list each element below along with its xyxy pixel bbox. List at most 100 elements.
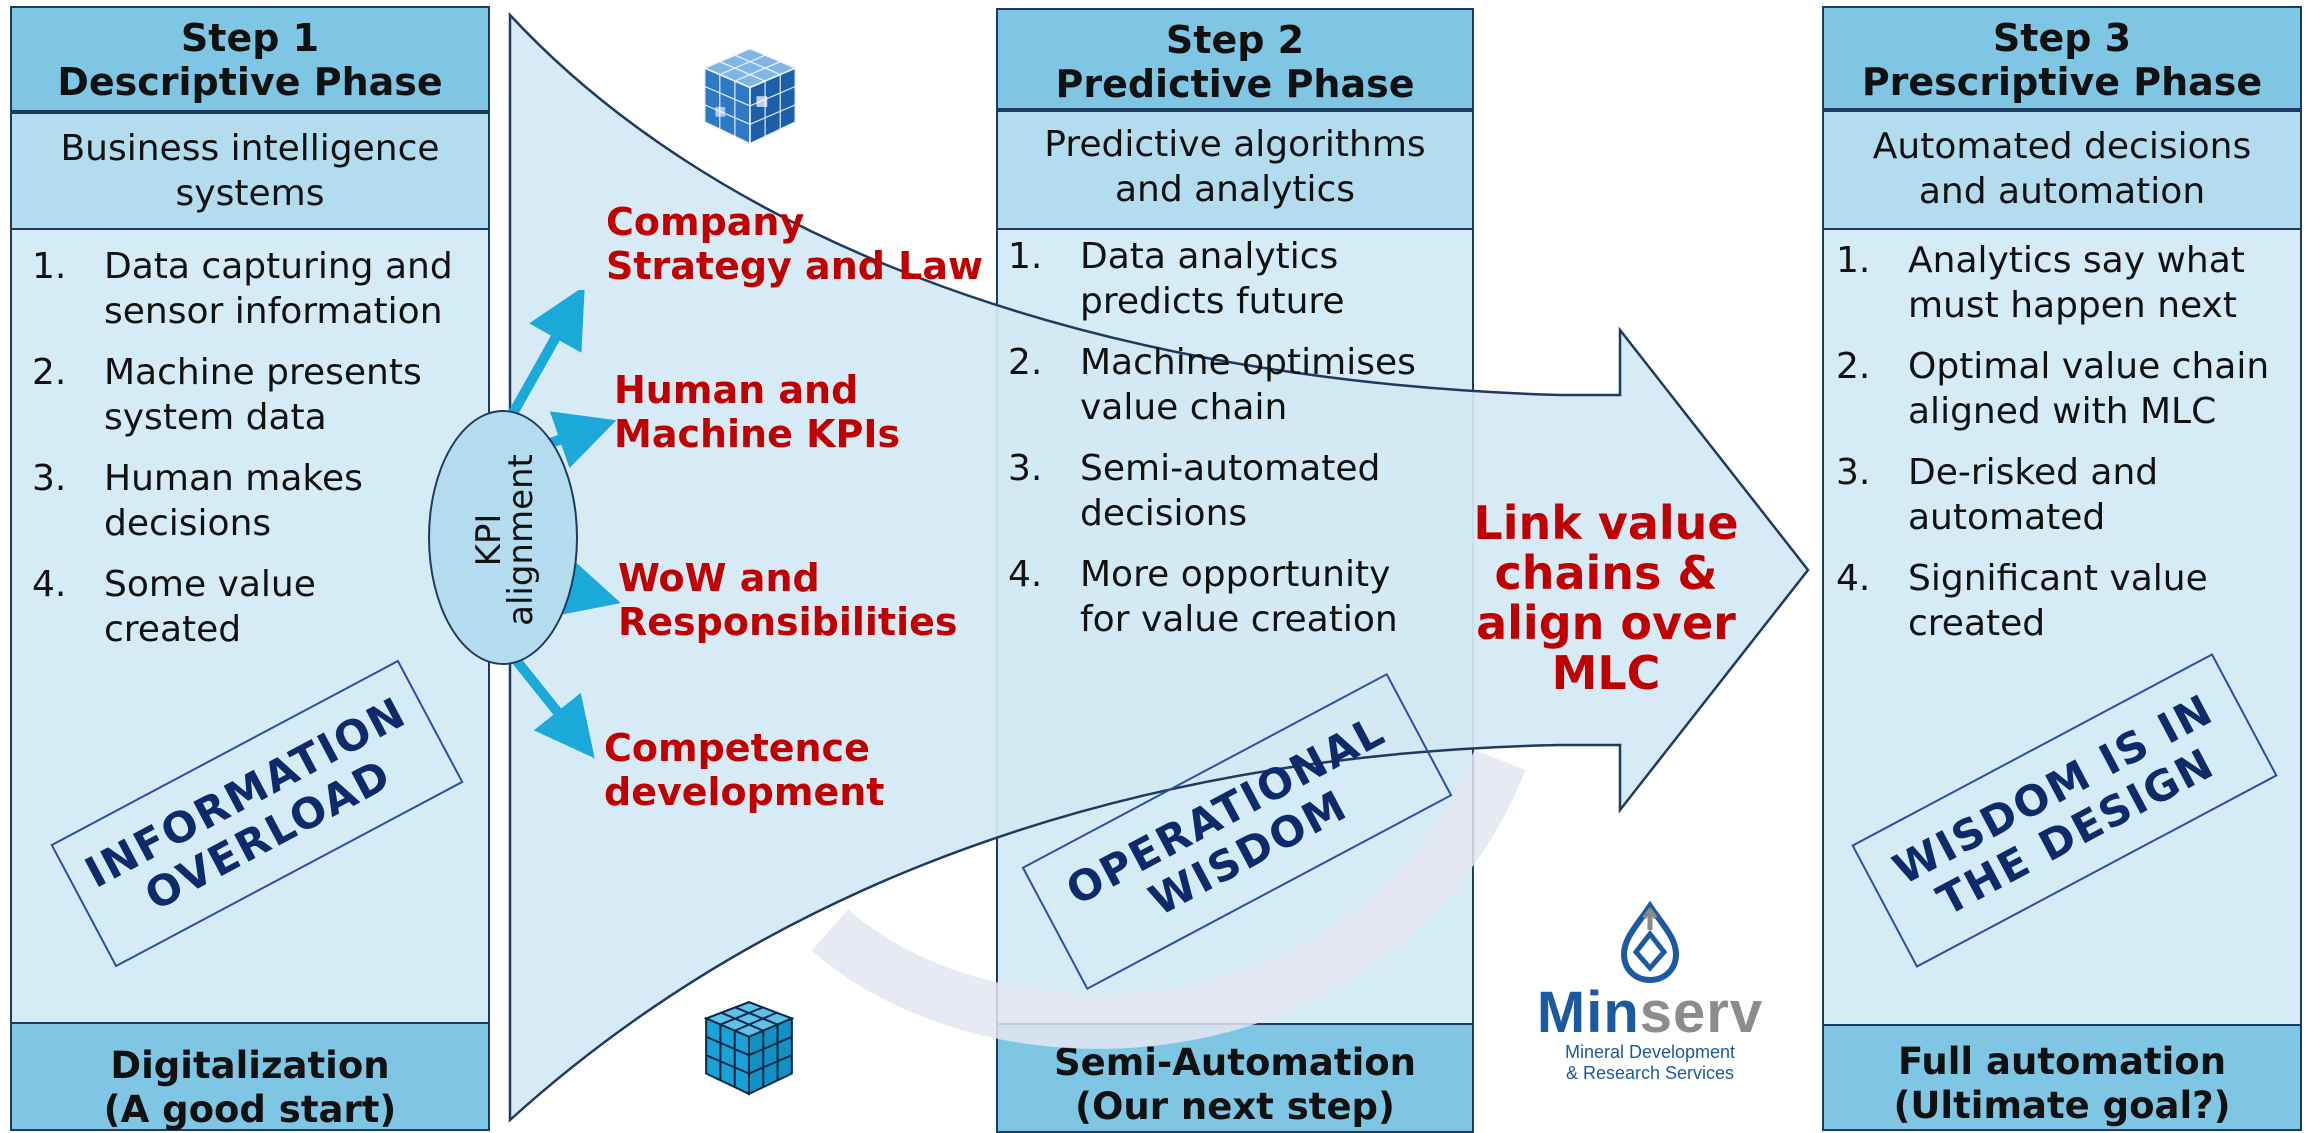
step1-subtitle-line1: Business intelligence [60,128,440,169]
list-text: decisions [104,503,272,544]
step1-header-line2: Descriptive Phase [57,60,443,104]
step2-footer: Semi-Automation (Our next step) [996,1023,1474,1133]
list-number: 3. [1836,452,1871,493]
step3-subtitle-line1: Automated decisions [1872,126,2252,167]
list-number: 1. [1008,236,1043,277]
step2-header: Step 2 Predictive Phase [996,8,1474,110]
list-number: 1. [1836,240,1871,281]
list-text: system data [104,397,327,438]
list-text: Data capturing and [104,246,453,287]
list-number: 4. [1836,558,1871,599]
footer-line: (Ultimate goal?) [1893,1084,2231,1127]
list-text: Significant value [1908,558,2208,599]
arrow-text-line: MLC [1551,646,1661,700]
logo-text-min: Min [1536,980,1640,1045]
step2-subtitle-line2: and analytics [1114,169,1356,210]
tagline-line: Mineral Development [1564,1042,1736,1062]
minserv-logo: Minserv Mineral Development & Research S… [1530,900,1770,1085]
branch-line: Strategy and Law [606,244,984,288]
step2-subtitle: Predictive algorithms and analytics [996,110,1474,230]
arrow-text-line: align over [1476,596,1736,650]
list-number: 2. [1836,346,1871,387]
list-text: Semi-automated [1080,448,1381,489]
branch-line: Human and [614,368,859,412]
step3-header-line1: Step 3 [1992,16,2132,60]
step3-header-line2: Prescriptive Phase [1861,60,2263,104]
branch-line: Competence [604,726,870,770]
logo-text-serv: serv [1639,980,1764,1045]
list-text: created [104,609,242,650]
step3-footer: Full automation (Ultimate goal?) [1822,1024,2302,1131]
list-text: created [1908,603,2046,644]
kpi-branch-company-strategy: Company Strategy and Law [606,200,983,288]
step1-subtitle-line2: systems [175,173,325,214]
list-number: 4. [32,564,67,605]
list-text: decisions [1080,493,1248,534]
step1-subtitle: Business intelligence systems [10,112,490,230]
list-text: Analytics say what [1908,240,2245,281]
minserv-tagline: Mineral Development & Research Services [1530,1042,1770,1084]
list-number: 2. [1008,342,1043,383]
arrow-text-line: chains & [1494,546,1718,600]
footer-line: Full automation [1897,1040,2227,1083]
branch-line: Responsibilities [618,600,958,644]
list-text: Human makes [104,458,363,499]
step3-column: Step 3 Prescriptive Phase Automated deci… [1822,6,2302,1131]
list-text: value chain [1080,387,1288,428]
list-number: 1. [32,246,67,287]
step3-subtitle: Automated decisions and automation [1822,110,2302,230]
background-swoosh [811,749,1526,1049]
list-text: Optimal value chain [1908,346,2270,387]
kpi-arrow-4 [512,656,595,759]
kpi-branch-human-machine: Human and Machine KPIs [614,368,900,456]
list-text: Some value [104,564,316,605]
step2-subtitle-line1: Predictive algorithms [1044,124,1426,165]
list-text: predicts future [1080,281,1345,322]
rubik-cube-icon [703,1001,795,1096]
branch-line: WoW and [618,556,820,600]
step1-header-line1: Step 1 [180,16,320,60]
list-text: Machine presents [104,352,422,393]
list-text: Machine optimises [1080,342,1416,383]
step3-subtitle-line2: and automation [1918,171,2206,212]
list-number: 4. [1008,554,1043,595]
branch-line: Company [606,200,805,244]
footer-line: Digitalization [110,1044,390,1087]
arrow-head-text: Link value chains & align over MLC [1456,498,1756,698]
step2-header-line1: Step 2 [1165,18,1305,62]
kpi-label-line: alignment [501,454,541,626]
step2-header-line2: Predictive Phase [1055,62,1415,106]
kpi-arrow-1 [507,290,585,418]
kpi-label: KPI alignment [469,390,541,690]
list-number: 3. [32,458,67,499]
footer-line: (Our next step) [1075,1085,1395,1128]
list-text: More opportunity [1080,554,1391,595]
list-text: automated [1908,497,2106,538]
list-text: aligned with MLC [1908,391,2217,432]
branch-line: development [604,770,885,814]
step3-body [1822,228,2302,1028]
funnel-arrow-shape [508,11,1810,1123]
list-text: Data analytics [1080,236,1339,277]
list-text: for value creation [1080,599,1398,640]
tagline-line: & Research Services [1565,1063,1735,1083]
list-text: De-risked and [1908,452,2159,493]
step1-header: Step 1 Descriptive Phase [10,6,490,112]
list-text: sensor information [104,291,443,332]
branch-line: Machine KPIs [614,412,901,456]
